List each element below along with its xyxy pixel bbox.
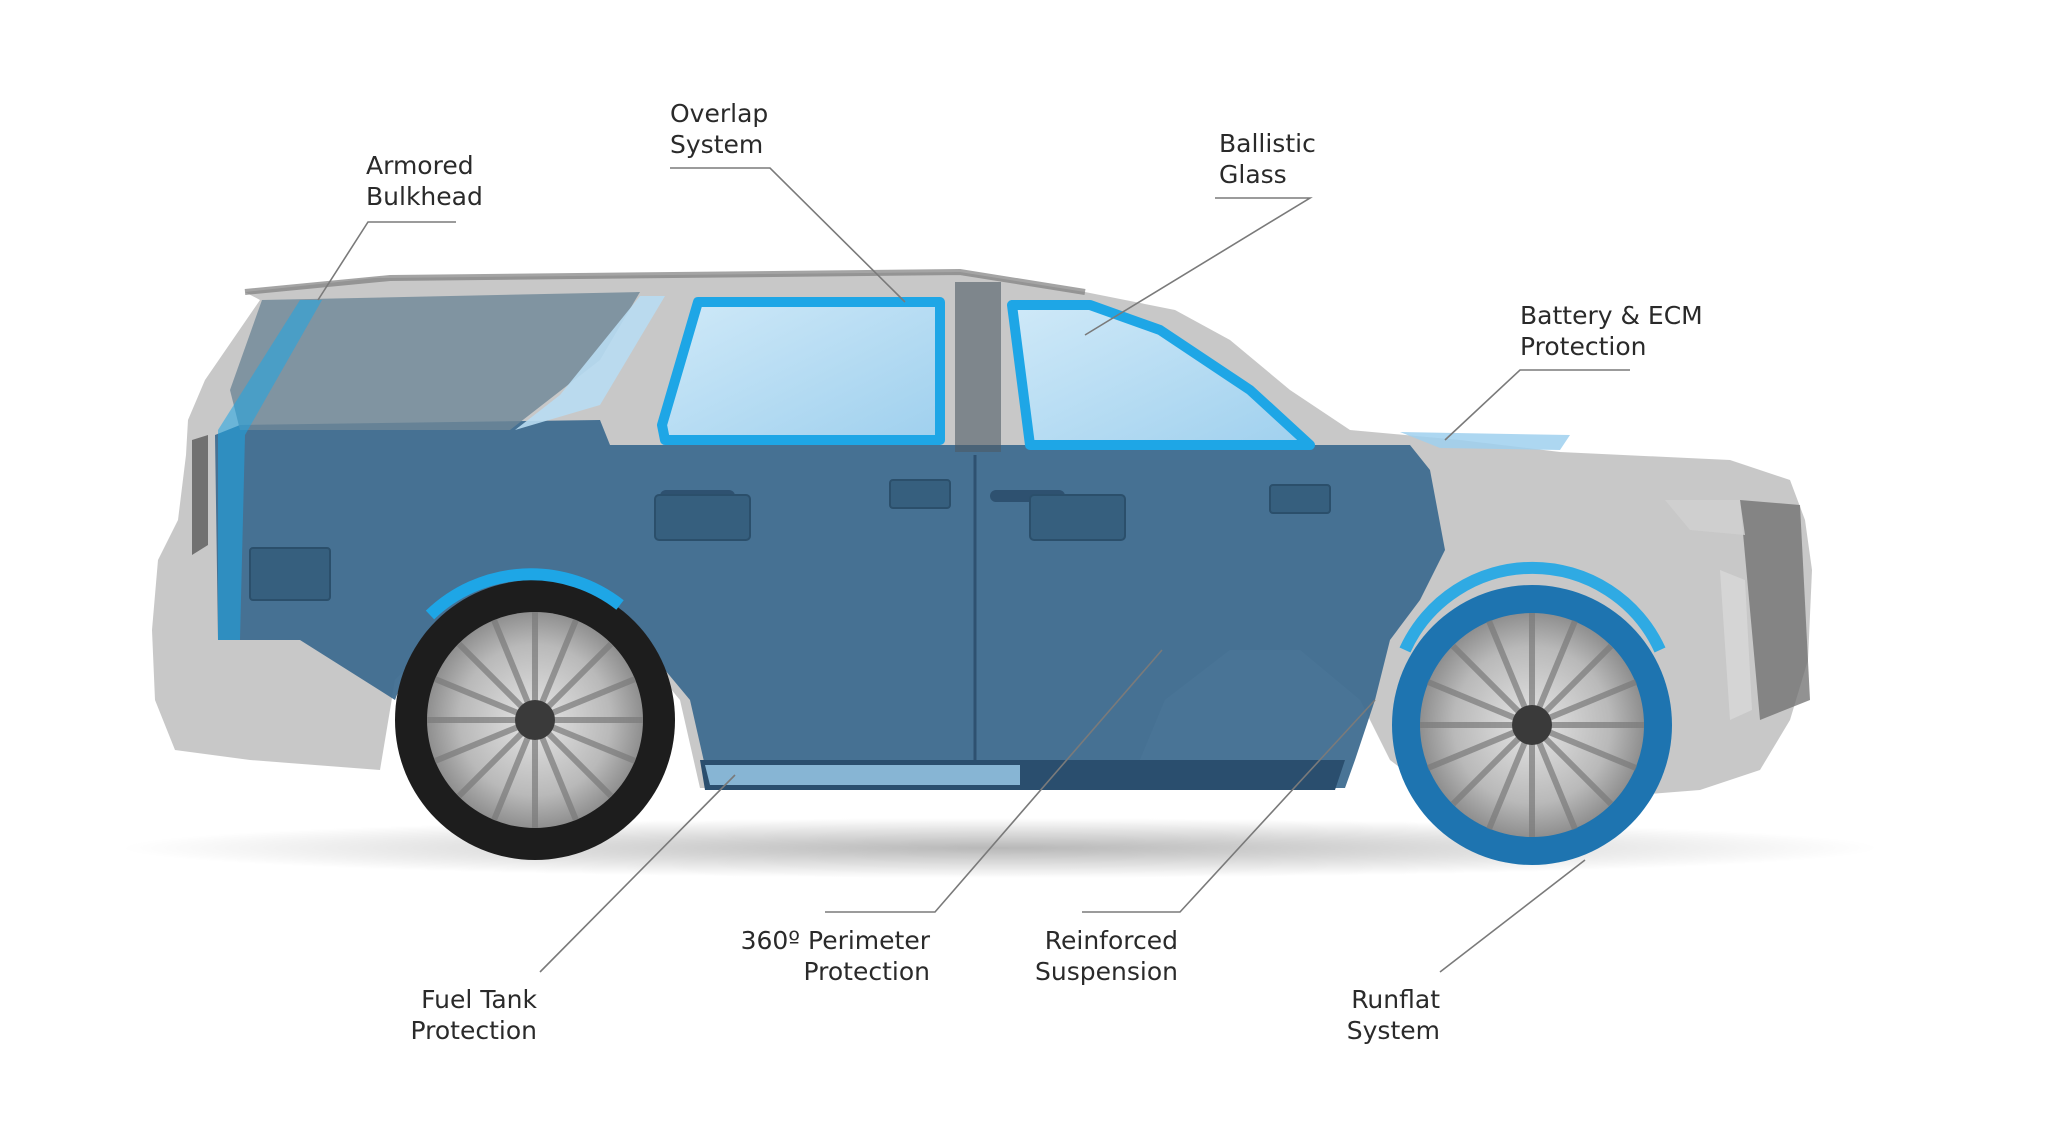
label-battery-ecm-line1: Battery & ECM — [1520, 301, 1703, 330]
label-armored-bulkhead-line2: Bulkhead — [366, 182, 483, 211]
label-fuel-tank-line2: Protection — [410, 1016, 537, 1045]
label-ballistic-glass-line2: Glass — [1219, 160, 1287, 189]
leader-battery-ecm — [1444, 369, 1630, 441]
label-suspension-line1: Reinforced — [1044, 926, 1178, 955]
label-armored-bulkhead-line1: Armored — [366, 151, 474, 180]
label-battery-ecm-line2: Protection — [1520, 332, 1647, 361]
rear-side-recess — [249, 547, 331, 601]
label-fuel-tank: Fuel Tank Protection — [385, 984, 537, 1046]
label-runflat-line1: Runflat — [1351, 985, 1440, 1014]
front-light-strip — [1720, 570, 1752, 720]
label-perimeter-line2: Protection — [803, 957, 930, 986]
front-door-recess-1 — [1029, 494, 1126, 541]
rear-tail-light — [192, 435, 208, 555]
label-fuel-tank-line1: Fuel Tank — [421, 985, 537, 1014]
fuel-tank-plate — [705, 765, 1020, 785]
b-pillar — [955, 282, 1001, 452]
front-wheel-runflat — [1392, 561, 1672, 865]
label-perimeter: 360º Perimeter Protection — [700, 925, 930, 987]
label-suspension-line2: Suspension — [1035, 957, 1178, 986]
leader-ballistic-glass — [1084, 197, 1313, 336]
leader-lines — [317, 167, 1630, 973]
front-door-window — [1007, 300, 1315, 450]
rear-quarter-panel — [230, 292, 640, 430]
label-armored-bulkhead: Armored Bulkhead — [366, 150, 483, 212]
roof-line — [244, 268, 1086, 295]
label-overlap-system-line2: System — [670, 130, 764, 159]
label-runflat-system: Runflat System — [1310, 984, 1440, 1046]
front-grille — [1740, 500, 1810, 720]
battery-ecm-plate — [1400, 432, 1570, 450]
front-door-recess-2 — [1269, 484, 1331, 514]
leader-runflat — [1439, 859, 1586, 973]
label-battery-ecm: Battery & ECM Protection — [1520, 300, 1703, 362]
headlight — [1665, 500, 1745, 535]
label-ballistic-glass-line1: Ballistic — [1219, 129, 1316, 158]
label-runflat-line2: System — [1346, 1016, 1440, 1045]
armored-bulkhead-strip — [218, 300, 322, 640]
leader-fuel-tank — [539, 774, 736, 973]
rear-door-window — [657, 297, 945, 445]
label-overlap-system: Overlap System — [670, 98, 768, 160]
rear-door-recess-2 — [889, 479, 951, 509]
armored-cabin-panel — [215, 420, 1445, 788]
label-reinforced-suspension: Reinforced Suspension — [1010, 925, 1178, 987]
rear-wheel — [395, 568, 675, 860]
label-perimeter-line1: 360º Perimeter — [740, 926, 930, 955]
leader-overlap-system — [670, 167, 906, 303]
label-overlap-system-line1: Overlap — [670, 99, 769, 128]
label-ballistic-glass: Ballistic Glass — [1219, 128, 1316, 190]
leader-armored-bulkhead — [317, 221, 456, 301]
rear-quarter-glass — [515, 296, 665, 430]
leader-suspension — [1082, 699, 1376, 913]
rear-door-recess-1 — [654, 494, 751, 541]
leader-perimeter — [825, 649, 1163, 913]
